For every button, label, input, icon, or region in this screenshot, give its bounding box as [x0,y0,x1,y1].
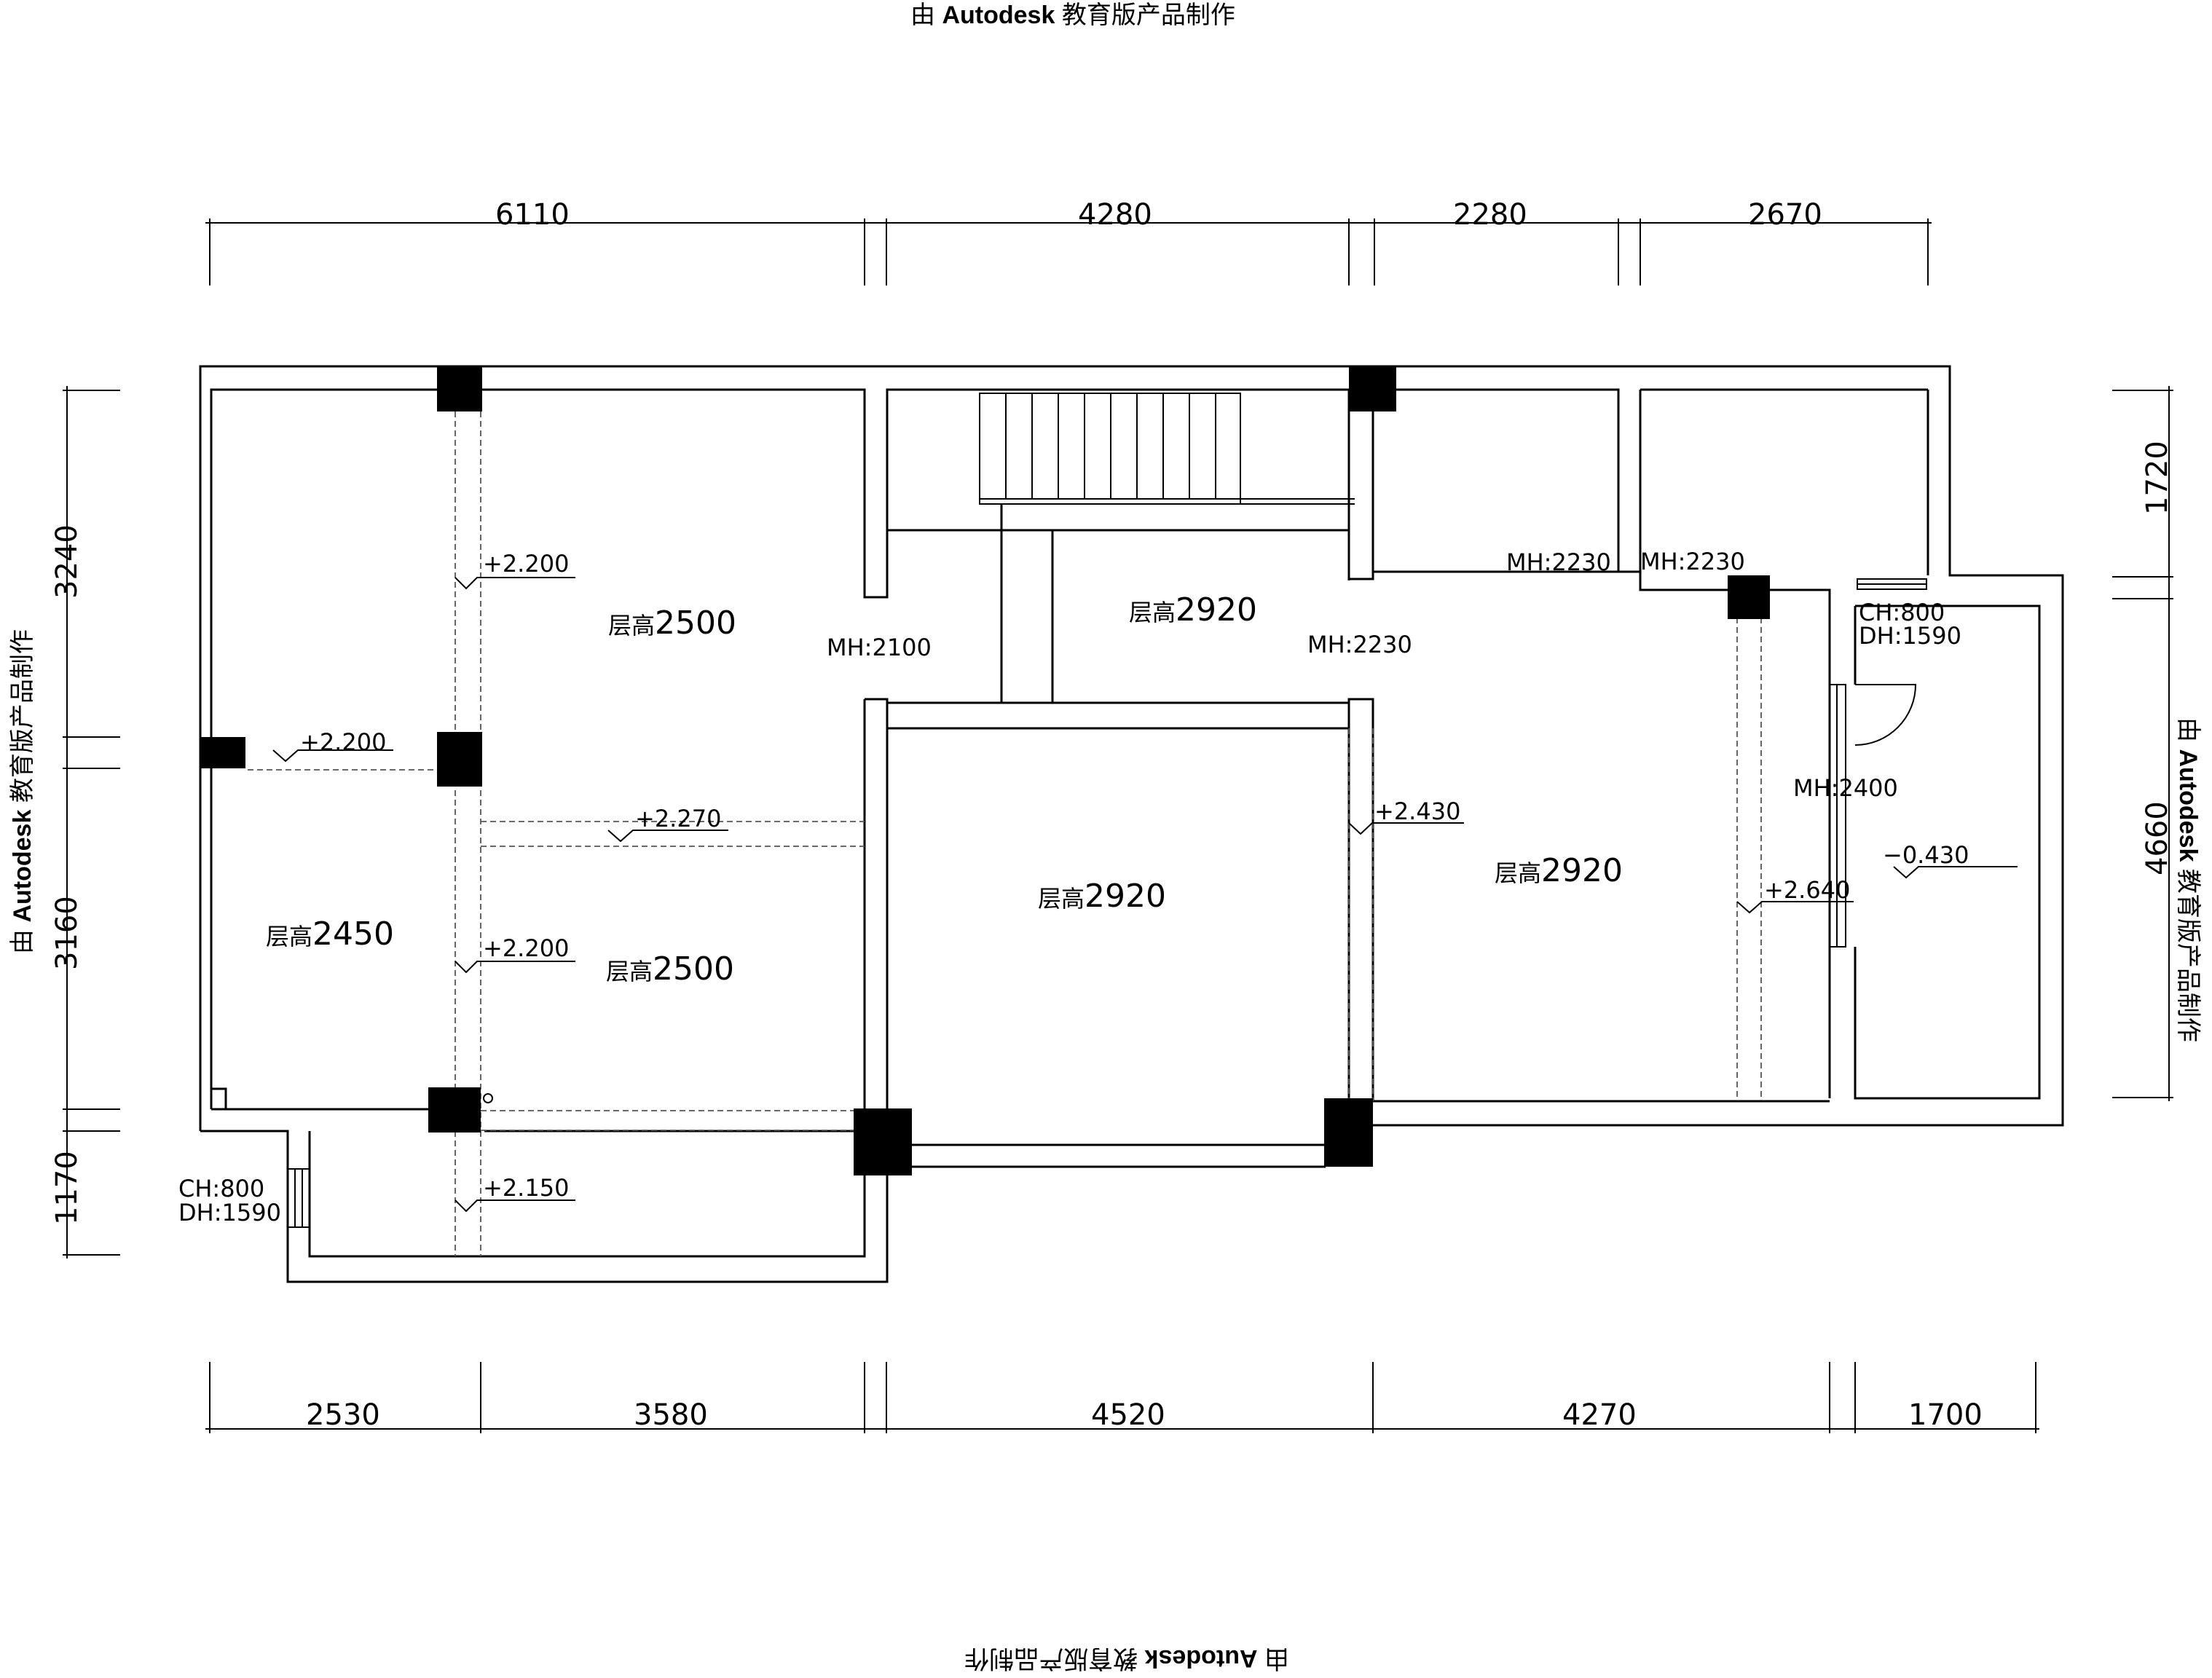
door-heights: MH:2100 MH:2230 MH:2230 MH:2230 MH:2400 [827,548,1898,802]
dim-top-1: 6110 [495,198,570,232]
room-labels: 层高2500 层高2450 层高2500 层高2920 层高2920 层高292… [266,591,1623,988]
window-notes: CH:800 DH:1590 CH:800 DH:1590 [178,599,1961,1226]
level-5: +2.150 [483,1174,569,1202]
columns [200,366,1770,1175]
door-height-4: MH:2230 [1640,548,1745,575]
level-3: +2.270 [635,805,721,832]
dim-bottom-2: 3580 [634,1398,708,1432]
dim-left-3: 1170 [50,1151,84,1225]
dim-left-1: 3240 [50,524,84,599]
door-height-1: MH:2100 [827,634,932,661]
level-markers: +2.200 +2.200 +2.270 +2.200 +2.150 +2.43… [272,550,2018,1213]
dim-top-3: 2280 [1453,198,1527,232]
level-8: −0.430 [1883,841,1969,869]
door-height-2: MH:2230 [1307,631,1412,658]
dim-bottom-5: 1700 [1908,1398,1983,1432]
window-1-ch: CH:800 [178,1175,264,1202]
level-6: +2.430 [1374,797,1460,825]
left-dimensions: 3240 3160 1170 [50,386,120,1258]
watermark-bottom: 由 Autodesk 教育版产品制作 [964,1644,1289,1672]
room-label-left-top: 层高2500 [608,604,736,642]
window-2-ch: CH:800 [1859,599,1945,626]
dim-bottom-3: 4520 [1091,1398,1165,1432]
top-dimensions: 6110 4280 2280 2670 [205,198,1932,285]
room-label-stair-hall: 层高2920 [1129,591,1257,629]
dim-bottom-1: 2530 [306,1398,380,1432]
room-label-mid-lower: 层高2500 [606,950,734,988]
bottom-dimensions: 2530 3580 4520 4270 1700 [205,1362,2039,1433]
windows-doors [287,578,1927,1228]
level-2: +2.200 [300,728,386,756]
level-7: +2.640 [1764,876,1850,904]
watermark-top: 由 Autodesk 教育版产品制作 [910,1,1235,29]
dim-top-4: 2670 [1748,198,1822,232]
window-1-dh: DH:1590 [178,1199,281,1226]
level-1: +2.200 [483,550,569,578]
dim-top-2: 4280 [1078,198,1152,232]
room-label-right: 层高2920 [1495,852,1623,889]
room-label-center: 层高2920 [1038,878,1166,915]
door-height-5: MH:2400 [1793,774,1898,802]
watermark-left: 由 Autodesk 教育版产品制作 [9,629,36,954]
watermark-right: 由 Autodesk 教育版产品制作 [2174,717,2202,1042]
door-height-3: MH:2230 [1506,548,1611,576]
dim-bottom-4: 4270 [1562,1398,1637,1432]
level-4: +2.200 [483,934,569,962]
dim-right-2: 4660 [2141,801,2174,875]
window-2-dh: DH:1590 [1859,622,1961,650]
right-dimensions: 1720 4660 [2112,386,2174,1101]
dim-right-1: 1720 [2141,441,2174,515]
room-label-left-lower: 层高2450 [266,915,394,953]
staircase [979,393,1355,505]
dim-left-2: 3160 [50,896,84,970]
